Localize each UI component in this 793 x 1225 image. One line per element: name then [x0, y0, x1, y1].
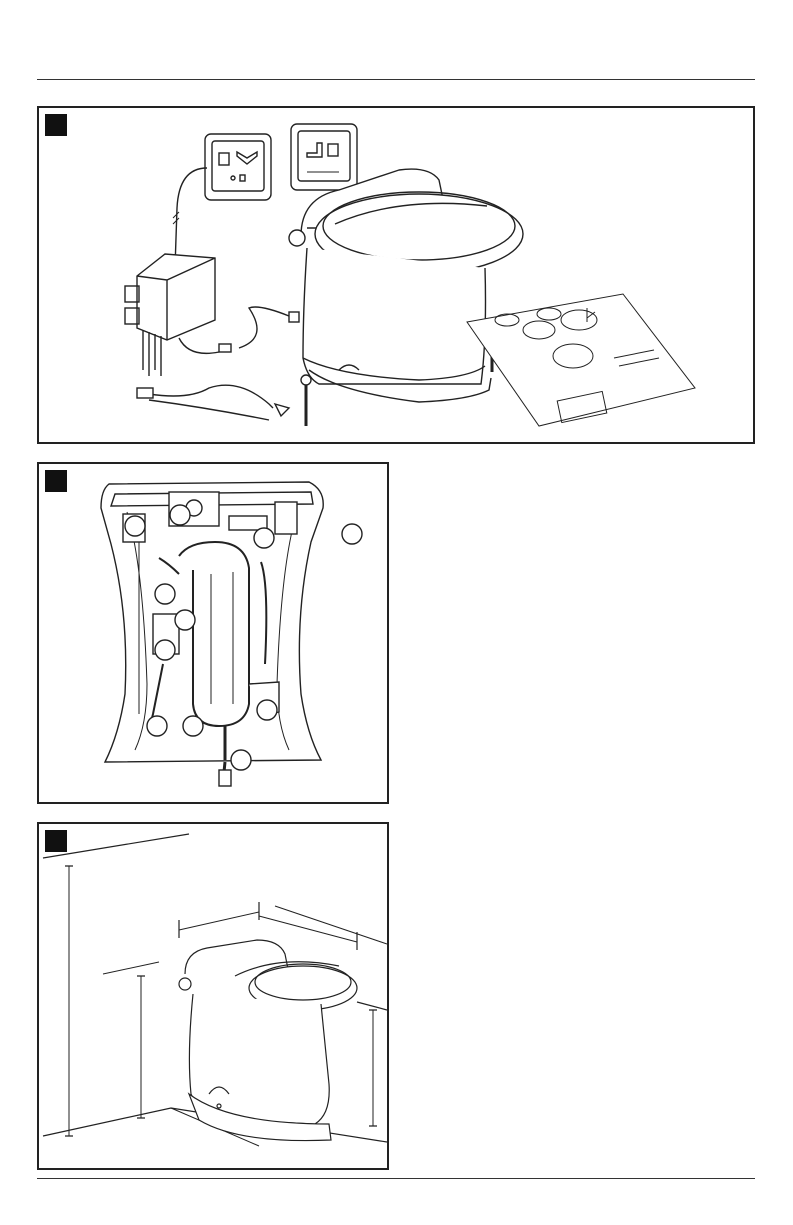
callout-3 [254, 528, 274, 548]
screw-left [301, 375, 311, 426]
figure-c-clearance-dimensions [37, 822, 389, 1170]
figure-c-illustration [39, 824, 387, 1168]
installation-template [467, 294, 695, 426]
callout-8 [147, 716, 167, 736]
control-box [125, 254, 215, 376]
callout-9 [183, 716, 203, 736]
callout-5 [155, 584, 175, 604]
callout-1 [125, 516, 145, 536]
bottom-rule [37, 1178, 755, 1179]
callout-10 [257, 700, 277, 720]
callout-4 [342, 524, 362, 544]
wall-switch-panel-left [205, 134, 271, 200]
callout-7 [155, 640, 175, 660]
callout-11 [231, 750, 251, 770]
figure-b-internal-components [37, 462, 389, 804]
callout-6 [175, 610, 195, 630]
figure-a-kit-overview [37, 106, 755, 444]
figure-b-illustration [39, 464, 387, 802]
wall-switch-panel-right [291, 124, 357, 190]
toilet-unit-dimensioned [179, 940, 357, 1141]
figure-a-illustration [39, 108, 753, 442]
top-rule [37, 79, 755, 80]
callout-2 [170, 505, 190, 525]
toilet-unit [289, 169, 523, 402]
